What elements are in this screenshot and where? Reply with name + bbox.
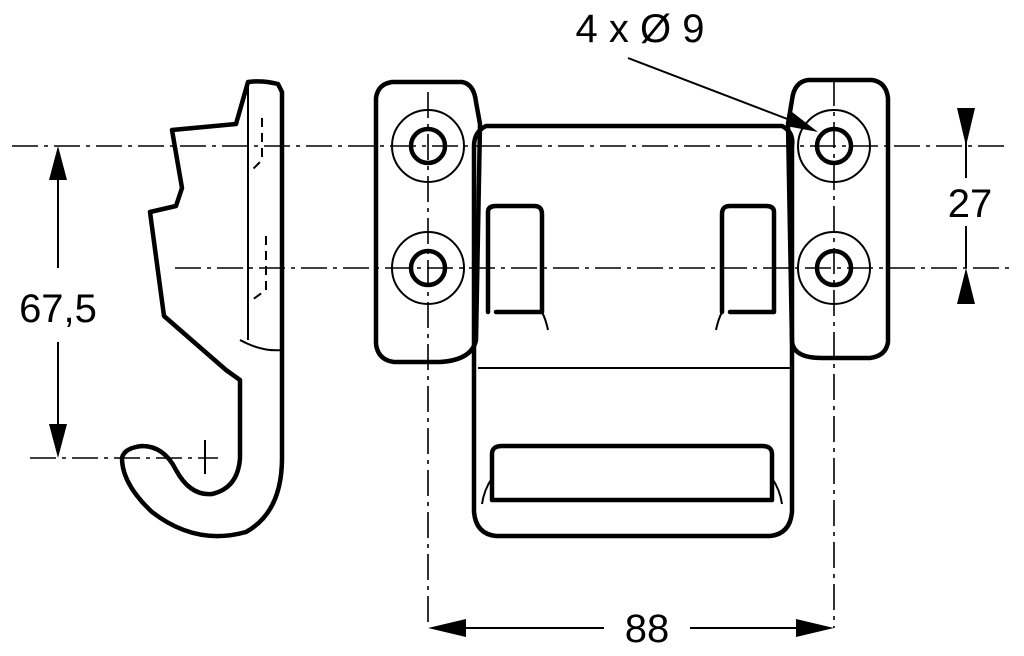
callout-arrowhead (786, 112, 818, 132)
lower-slot (489, 443, 775, 503)
arrow-right (796, 619, 834, 637)
arrow-up (49, 146, 67, 180)
lower-slot-tab-left (481, 477, 493, 505)
hole-top-right (797, 109, 871, 183)
hidden-line-upper (249, 118, 263, 173)
hole-callout: 4 x Ø 9 (576, 7, 818, 132)
left-mounting-ear (373, 79, 483, 365)
dim-label-height-total: 67,5 (19, 287, 97, 331)
arrow-up-bottom (957, 268, 975, 304)
hole-bottom-right (797, 231, 871, 305)
right-mounting-ear (785, 77, 891, 361)
hook-plate-bottom-edge (239, 339, 283, 352)
side-view-hook (119, 79, 285, 539)
arrow-down (49, 424, 67, 458)
dimension-hole-spacing-horizontal: 88 (428, 607, 834, 651)
center-body (471, 123, 795, 539)
arrow-left (428, 619, 466, 637)
hidden-line-lower (251, 236, 267, 301)
hole-top-left (391, 109, 465, 183)
callout-label-holes: 4 x Ø 9 (576, 7, 705, 51)
right-slot (719, 203, 777, 315)
center-lines (12, 80, 1010, 628)
callout-leader-line (627, 57, 791, 121)
right-slot-tab (715, 311, 723, 331)
left-slot (485, 203, 545, 315)
left-slot-tab (541, 311, 549, 331)
front-view-plate (373, 77, 891, 539)
dim-label-hole-spacing-vertical: 27 (948, 182, 993, 226)
dim-label-hole-spacing-horizontal: 88 (625, 607, 670, 651)
dimension-height-total: 67,5 (19, 146, 97, 458)
dimension-hole-spacing-vertical: 27 (948, 108, 993, 304)
lower-slot-tab-right (771, 477, 783, 505)
hole-bottom-left (391, 231, 465, 305)
hook-outline (119, 79, 285, 539)
